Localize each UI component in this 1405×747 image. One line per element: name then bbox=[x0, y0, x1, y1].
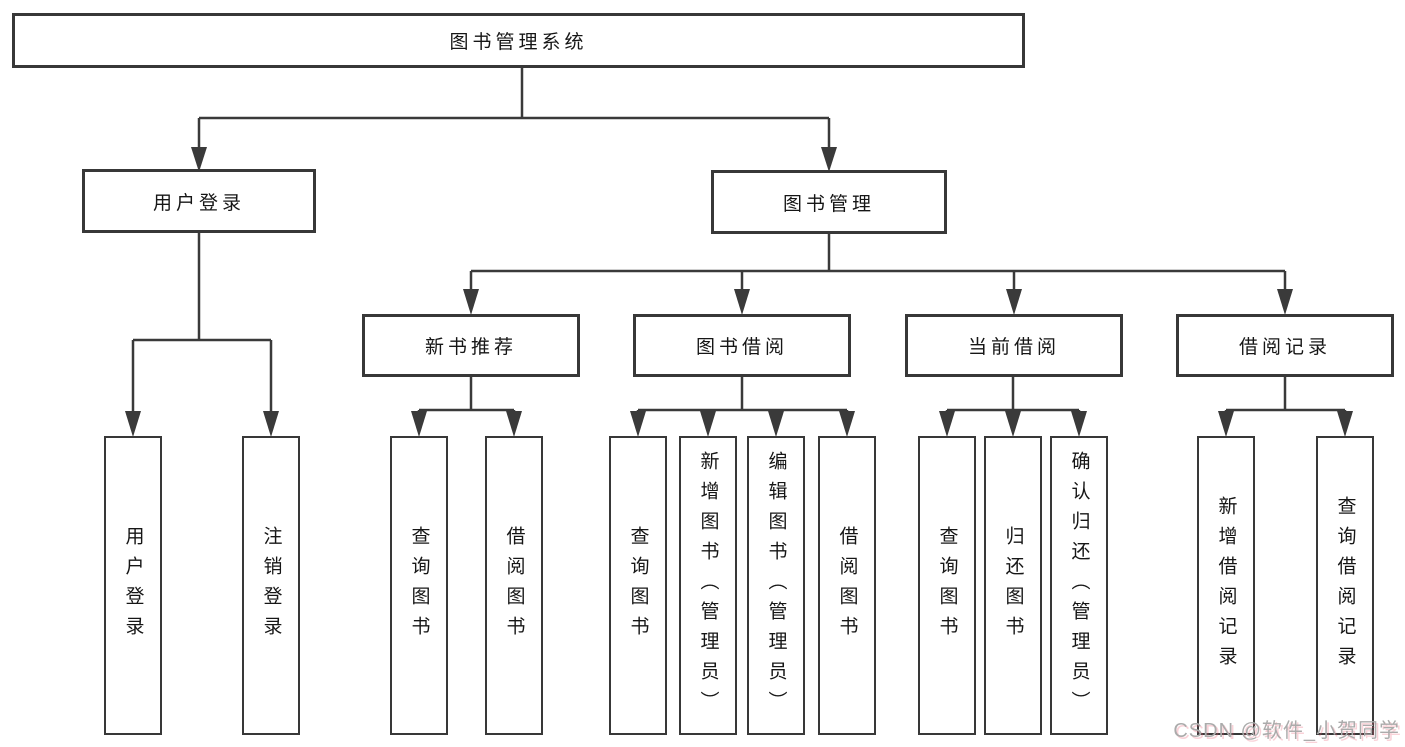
connector-current-borrowing-children bbox=[939, 377, 1087, 437]
leaf-user-login: 用户登录 bbox=[104, 436, 162, 735]
arrowhead bbox=[463, 289, 479, 315]
connector-book-management-children bbox=[463, 234, 1293, 315]
leaf-label: 用户登录 bbox=[122, 525, 144, 646]
leaf-label: 新增图书（管理员） bbox=[697, 450, 719, 721]
leaf-label: 新增借阅记录 bbox=[1215, 495, 1237, 676]
leaf-borrow-books: 借阅图书 bbox=[818, 436, 876, 735]
arrowhead bbox=[263, 411, 279, 437]
arrowhead bbox=[191, 147, 207, 172]
connector-new-book-recommendation-children bbox=[411, 377, 522, 437]
arrowhead bbox=[1218, 411, 1234, 437]
node-new-book-recommendation: 新书推荐 bbox=[362, 314, 580, 377]
leaf-query-books-current: 查询图书 bbox=[918, 436, 976, 735]
arrowhead bbox=[939, 411, 955, 437]
leaf-label: 查询图书 bbox=[408, 525, 430, 646]
arrowhead bbox=[768, 411, 784, 437]
leaf-label: 查询借阅记录 bbox=[1334, 495, 1356, 676]
connector-book-borrowing-children bbox=[630, 377, 855, 437]
arrowhead bbox=[630, 411, 646, 437]
leaf-label: 借阅图书 bbox=[503, 525, 525, 646]
arrowhead bbox=[1006, 289, 1022, 315]
node-borrowing-records: 借阅记录 bbox=[1176, 314, 1394, 377]
arrowhead bbox=[125, 411, 141, 437]
arrowhead bbox=[1005, 411, 1021, 437]
leaf-confirm-return-admin: 确认归还（管理员） bbox=[1050, 436, 1108, 735]
arrowhead bbox=[411, 411, 427, 437]
leaf-label: 确认归还（管理员） bbox=[1068, 450, 1090, 721]
arrowhead bbox=[839, 411, 855, 437]
leaf-label: 借阅图书 bbox=[836, 525, 858, 646]
node-current-borrowing: 当前借阅 bbox=[905, 314, 1123, 377]
leaf-label: 查询图书 bbox=[627, 525, 649, 646]
arrowhead bbox=[700, 411, 716, 437]
arrowhead bbox=[506, 411, 522, 437]
connector-root-to-level2 bbox=[191, 68, 837, 172]
arrowhead bbox=[821, 147, 837, 172]
leaf-query-books-borrowing: 查询图书 bbox=[609, 436, 667, 735]
arrowhead bbox=[734, 289, 750, 315]
node-book-management: 图书管理 bbox=[711, 170, 947, 234]
arrowhead bbox=[1277, 289, 1293, 315]
leaf-label: 查询图书 bbox=[936, 525, 958, 646]
arrowhead bbox=[1337, 411, 1353, 437]
leaf-query-borrow-record: 查询借阅记录 bbox=[1316, 436, 1374, 735]
leaf-label: 注销登录 bbox=[260, 525, 282, 646]
csdn-watermark: CSDN @软件_小贺同学 bbox=[1173, 720, 1400, 742]
leaf-borrow-books-recommendation: 借阅图书 bbox=[485, 436, 543, 735]
leaf-add-borrow-record: 新增借阅记录 bbox=[1197, 436, 1255, 735]
leaf-label: 归还图书 bbox=[1002, 525, 1024, 646]
leaf-add-books-admin: 新增图书（管理员） bbox=[679, 436, 737, 735]
leaf-label: 编辑图书（管理员） bbox=[765, 450, 787, 721]
leaf-query-books-recommendation: 查询图书 bbox=[390, 436, 448, 735]
node-library-management-system: 图书管理系统 bbox=[12, 13, 1025, 68]
connector-user-login-children bbox=[125, 233, 279, 437]
node-user-login: 用户登录 bbox=[82, 169, 316, 233]
node-book-borrowing: 图书借阅 bbox=[633, 314, 851, 377]
arrowhead bbox=[1071, 411, 1087, 437]
leaf-return-books: 归还图书 bbox=[984, 436, 1042, 735]
leaf-logout: 注销登录 bbox=[242, 436, 300, 735]
leaf-edit-books-admin: 编辑图书（管理员） bbox=[747, 436, 805, 735]
connector-borrowing-records-children bbox=[1218, 377, 1353, 437]
